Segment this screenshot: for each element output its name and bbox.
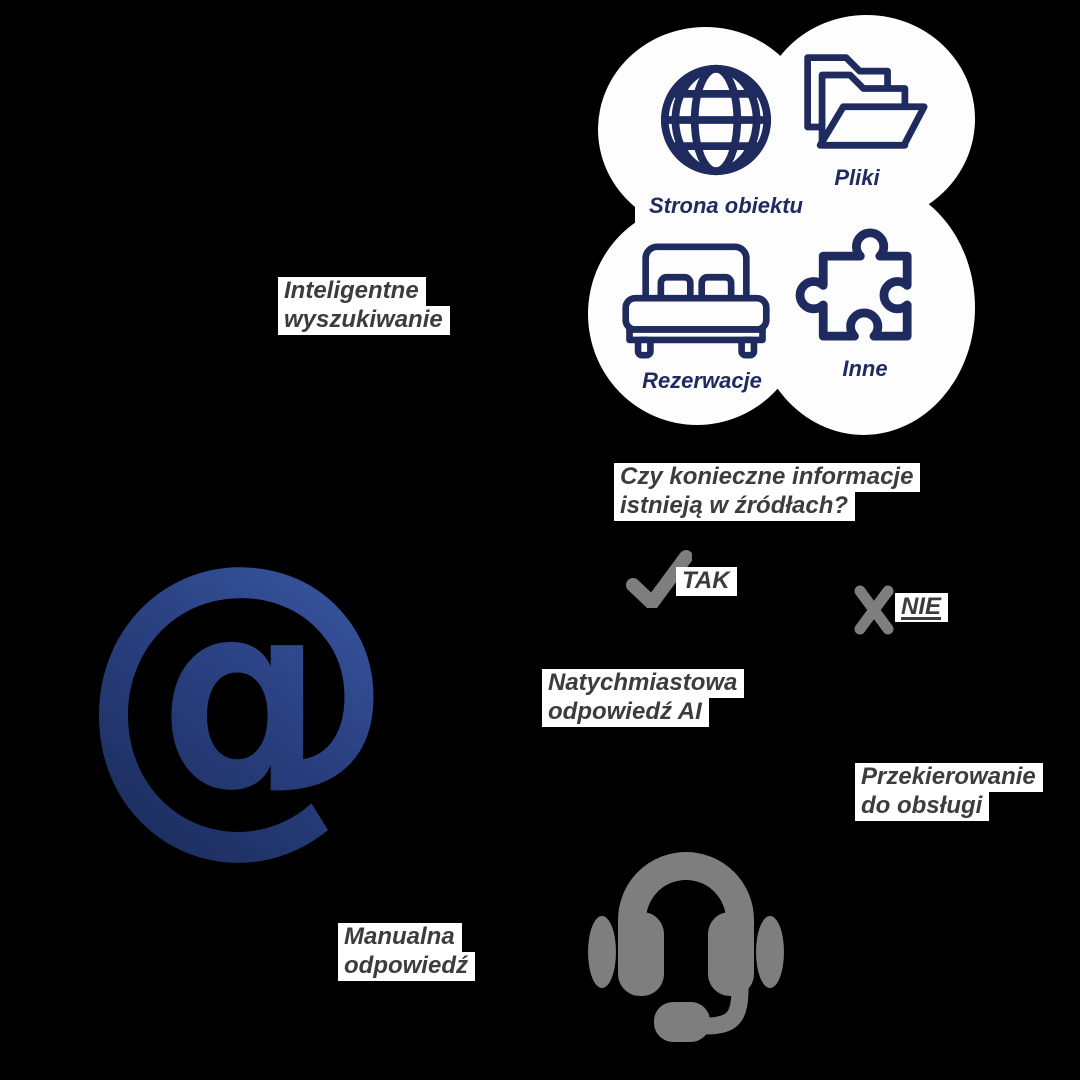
label-question: Czy konieczne informacje istnieją w źród… [614, 463, 921, 521]
source-label-files: Pliki [834, 165, 880, 190]
checkmark-icon [626, 550, 692, 608]
x-mark-icon [854, 585, 894, 635]
label-smart-search: Inteligentne wyszukiwanie [278, 277, 450, 335]
label-ai-answer: Natychmiastowa odpowiedź AI [542, 669, 745, 727]
headset-icon [588, 852, 784, 1042]
at-sign-3d-icon: @ [72, 497, 402, 889]
label-yes: TAK [676, 567, 737, 596]
puzzle-icon [795, 228, 912, 341]
bed-icon [622, 243, 770, 359]
source-label-other: Inne [842, 356, 888, 381]
label-manual-answer: Manualna odpowiedź [338, 923, 475, 981]
files-icon [804, 54, 928, 149]
sources-blob: Strona obiektu Pliki Rezerwacje [580, 15, 975, 435]
source-label-website: Strona obiektu [648, 193, 803, 218]
label-no: NIE [895, 593, 949, 622]
source-label-reservations: Rezerwacje [642, 368, 762, 393]
label-redirect: Przekierowanie do obsługi [855, 763, 1043, 821]
globe-icon [660, 64, 772, 176]
